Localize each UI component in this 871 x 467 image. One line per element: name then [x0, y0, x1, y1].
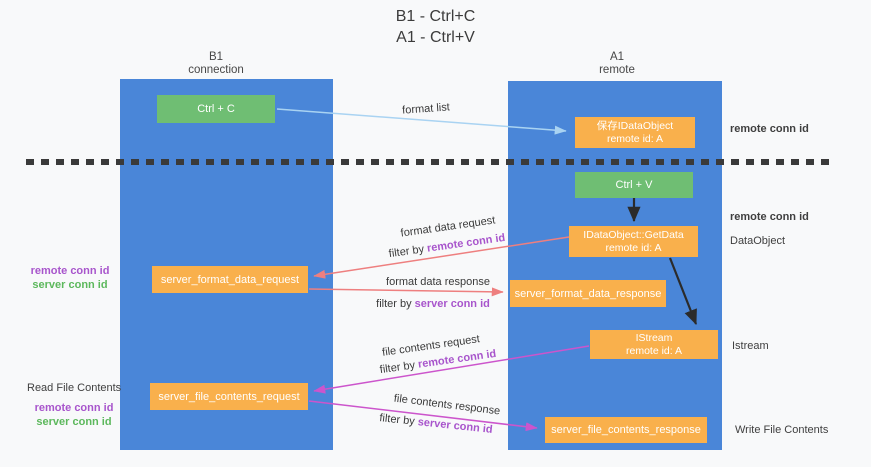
server-file-contents-response-box: server_file_contents_response: [545, 417, 707, 443]
server-conn-id-text: server conn id: [417, 416, 494, 436]
istream-line1: IStream: [635, 331, 673, 344]
filter-by-text: filter by: [378, 412, 419, 429]
getdata-box: IDataObject::GetData remote id: A: [569, 226, 698, 257]
right-column-name: A1: [609, 51, 625, 63]
format-list-label: format list: [401, 101, 451, 117]
file-contents-response-label: file contents response: [393, 392, 501, 418]
istream-line2: remote id: A: [625, 344, 683, 357]
istream-box: IStream remote id: A: [590, 330, 718, 359]
server-format-data-request-label: server_format_data_request: [160, 273, 300, 286]
right-column-header: A1 remote: [557, 51, 677, 77]
left-column-header: B1 connection: [156, 51, 276, 77]
left-remote-conn-id-bottom: remote conn id: [34, 402, 114, 414]
ctrl-v-label: Ctrl + V: [615, 179, 653, 191]
left-remote-conn-id-top: remote conn id: [30, 265, 110, 277]
server-file-contents-request-label: server_file_contents_request: [158, 390, 300, 403]
filter-by-text: filter by: [379, 358, 419, 377]
ctrl-c-label: Ctrl + C: [197, 103, 235, 115]
diagram-title: B1 - Ctrl+C A1 - Ctrl+V: [0, 6, 871, 48]
filter-by-text: filter by: [376, 298, 415, 310]
title-line-2: A1 - Ctrl+V: [396, 29, 475, 46]
left-column-subtitle: connection: [188, 64, 244, 76]
left-conn-id-block-bottom: remote conn id server conn id: [28, 401, 120, 429]
left-server-conn-id-top: server conn id: [32, 279, 108, 291]
left-conn-id-block-top: remote conn id server conn id: [24, 264, 116, 292]
server-format-data-response-label: server_format_data_response: [514, 287, 662, 300]
right-istream-label: Istream: [732, 340, 769, 352]
right-dataobject-label: DataObject: [730, 235, 786, 247]
server-file-contents-request-box: server_file_contents_request: [150, 383, 308, 410]
filter-by-text: filter by: [388, 242, 428, 261]
save-idataobject-box: 保存IDataObject remote id: A: [575, 117, 695, 148]
ctrl-c-box: Ctrl + C: [157, 95, 275, 123]
server-format-data-request-box: server_format_data_request: [152, 266, 308, 293]
save-idataobject-line2: remote id: A: [606, 132, 663, 145]
right-write-file-contents-label: Write File Contents: [735, 424, 829, 436]
right-column-subtitle: remote: [599, 64, 635, 76]
arrow-format-data-response: [308, 287, 504, 297]
server-conn-id-text: server conn id: [414, 298, 490, 310]
left-column-name: B1: [208, 51, 224, 63]
right-remote-conn-id-top: remote conn id: [730, 123, 809, 135]
dashed-separator: [26, 159, 833, 165]
server-file-contents-response-label: server_file_contents_response: [551, 424, 701, 436]
getdata-line2: remote id: A: [605, 241, 662, 254]
server-format-data-response-box: server_format_data_response: [510, 280, 666, 307]
ctrl-v-box: Ctrl + V: [575, 172, 693, 198]
filter-by-server-conn-id-label-1: filter by server conn id: [376, 298, 490, 310]
right-remote-conn-id-mid: remote conn id: [730, 211, 809, 223]
remote-conn-id-text: remote conn id: [426, 231, 506, 255]
getdata-line1: IDataObject::GetData: [583, 228, 684, 241]
title-line-1: B1 - Ctrl+C: [395, 8, 476, 25]
save-idataobject-line1: 保存IDataObject: [596, 119, 674, 132]
filter-by-server-conn-id-label-2: filter by server conn id: [379, 412, 493, 436]
format-data-response-label: format data response: [386, 276, 490, 288]
left-server-conn-id-bottom: server conn id: [36, 416, 112, 428]
left-read-file-contents-label: Read File Contents: [27, 382, 122, 394]
